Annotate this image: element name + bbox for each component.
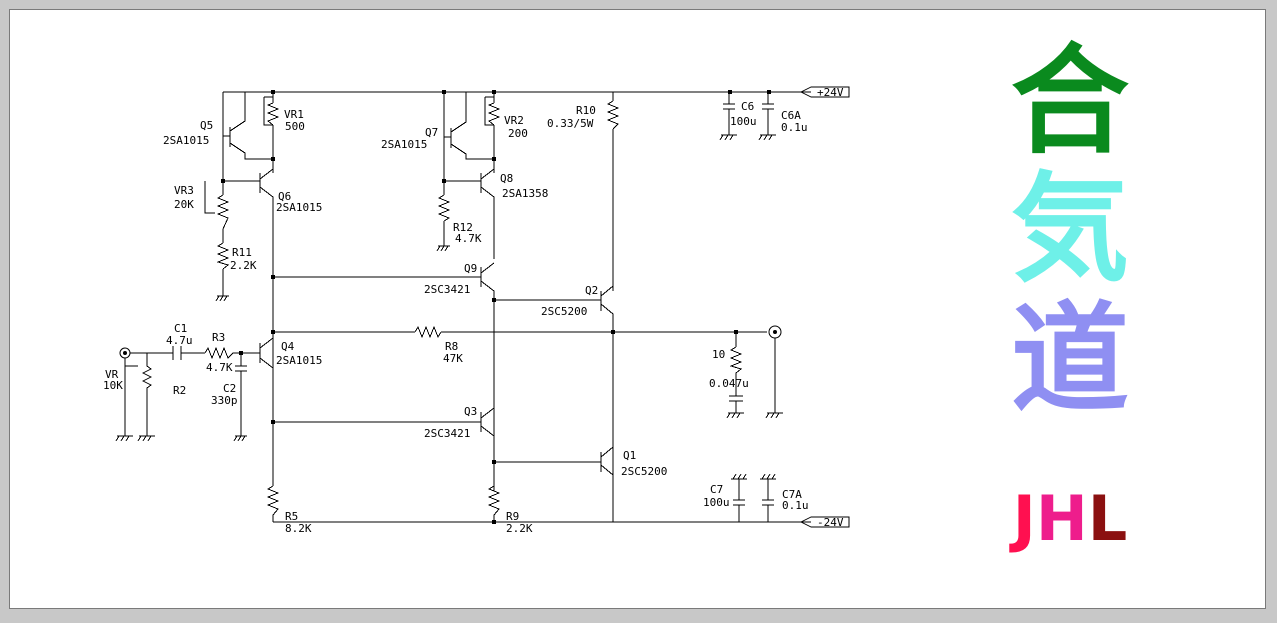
q3-part: 2SC3421 — [424, 427, 470, 440]
q1-name: Q1 — [623, 449, 636, 462]
zobel-c-value: 0.047u — [709, 377, 749, 390]
q7-part: 2SA1015 — [381, 138, 427, 151]
c2-value: 330p — [211, 394, 238, 407]
vr1-name: VR1 — [284, 108, 304, 121]
jhl-letter-j: J — [1012, 482, 1036, 555]
r11-value: 2.2K — [230, 259, 257, 272]
vr3-value: 20K — [174, 198, 194, 211]
kanji-ki: 気 — [1010, 159, 1129, 298]
r11-name: R11 — [232, 246, 252, 259]
jhl-letter-l: L — [1087, 482, 1128, 555]
q6-name: Q6 — [278, 190, 291, 203]
r3-name: R3 — [212, 331, 225, 344]
vr2-value: 200 — [508, 127, 528, 140]
zobel-r-value: 10 — [712, 348, 725, 361]
c6-name: C6 — [741, 100, 754, 113]
jhl-letter-h: H — [1035, 482, 1088, 555]
vr3-name: VR3 — [174, 184, 194, 197]
c7a-name: C7A — [782, 488, 802, 501]
c1-name: C1 — [174, 322, 187, 335]
c2-name: C2 — [223, 382, 236, 395]
c6-value: 100u — [730, 115, 757, 128]
circuit-schematic: +24V -24V VR1 500 Q5 2SA1015 VR3 20K Q6 … — [103, 86, 850, 535]
c7-value: 100u — [703, 496, 730, 509]
q5-part: 2SA1015 — [163, 134, 209, 147]
kanji-ai: 合 — [1010, 31, 1129, 170]
r12-name: R12 — [453, 221, 473, 234]
c7a-value: 0.1u — [782, 499, 809, 512]
q8-part: 2SA1358 — [502, 187, 548, 200]
r9-value: 2.2K — [506, 522, 533, 535]
q3-name: Q3 — [464, 405, 477, 418]
q8-name: Q8 — [500, 172, 513, 185]
neg-rail-label: -24V — [817, 516, 844, 529]
r10-value: 0.33/5W — [547, 117, 594, 130]
pos-rail-label: +24V — [817, 86, 844, 99]
q4-part: 2SA1015 — [276, 354, 322, 367]
c1-value: 4.7u — [166, 334, 193, 347]
c6a-name: C6A — [781, 109, 801, 122]
r3-value: 4.7K — [206, 361, 233, 374]
jhl-logo-text: JHL — [1000, 488, 1140, 550]
q5-name: Q5 — [200, 119, 213, 132]
r5-name: R5 — [285, 510, 298, 523]
vr-name: VR — [105, 368, 119, 381]
q2-name: Q2 — [585, 284, 598, 297]
r8-value: 47K — [443, 352, 463, 365]
r2-name: R2 — [173, 384, 186, 397]
q9-part: 2SC3421 — [424, 283, 470, 296]
q7-name: Q7 — [425, 126, 438, 139]
schematic-frame: +24V -24V VR1 500 Q5 2SA1015 VR3 20K Q6 … — [9, 9, 1266, 609]
kanji-do: 道 — [1010, 289, 1129, 428]
c6a-value: 0.1u — [781, 121, 808, 134]
vr-value: 10K — [103, 379, 123, 392]
r8-name: R8 — [445, 340, 458, 353]
r9-name: R9 — [506, 510, 519, 523]
r10-name: R10 — [576, 104, 596, 117]
q2-part: 2SC5200 — [541, 305, 587, 318]
q9-name: Q9 — [464, 262, 477, 275]
vr1-value: 500 — [285, 120, 305, 133]
r5-value: 8.2K — [285, 522, 312, 535]
q1-part: 2SC5200 — [621, 465, 667, 478]
c7-name: C7 — [710, 483, 723, 496]
r12-value: 4.7K — [455, 232, 482, 245]
q6-part: 2SA1015 — [276, 201, 322, 214]
q4-name: Q4 — [281, 340, 295, 353]
vr2-name: VR2 — [504, 114, 524, 127]
